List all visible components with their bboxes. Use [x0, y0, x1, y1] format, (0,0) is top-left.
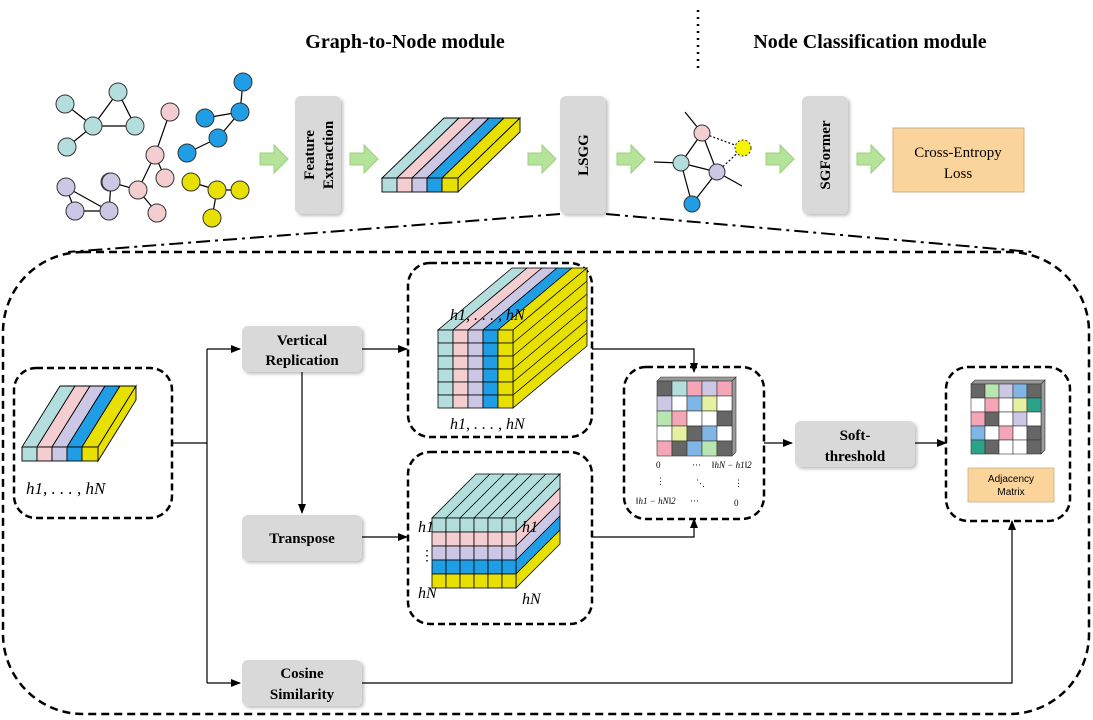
svg-text:h1, . . . , hN: h1, . . . , hN [450, 416, 526, 433]
input-graphs [55, 72, 253, 228]
svg-text:SGFormer: SGFormer [818, 120, 834, 189]
cosine-similarity-box: Cosine Similarity [242, 660, 362, 706]
svg-text:h1, . . . , hN: h1, . . . , hN [26, 479, 107, 498]
input-feature-box: h1, . . . , hN [12, 366, 174, 520]
detail-connectors [172, 345, 1016, 687]
svg-text:⋮: ⋮ [420, 549, 434, 564]
svg-text:0: 0 [656, 460, 661, 470]
soft-threshold-box: Soft- threshold [795, 421, 915, 467]
svg-text:Vertical: Vertical [277, 333, 327, 349]
svg-text:hN: hN [522, 591, 542, 608]
distance-matrix: 0 ··· ‖hN − h1‖2 ⋮ ⋱ ⋮ ‖h1 − hN‖2 ··· 0 [622, 365, 766, 521]
svg-text:Similarity: Similarity [270, 687, 335, 703]
vertical-replication-box: Vertical Replication [242, 326, 362, 372]
feature-extraction-block: Feature Extraction [295, 96, 341, 214]
transpose-tensor: h1 ⋮ hN h1 hN [406, 450, 594, 626]
svg-text:Replication: Replication [265, 353, 339, 369]
lsgg-block: LSGG [560, 96, 606, 214]
svg-text:···: ··· [692, 460, 701, 470]
svg-text:‖hN − h1‖2: ‖hN − h1‖2 [712, 460, 752, 470]
svg-text:Loss: Loss [944, 166, 973, 182]
svg-text:Soft-: Soft- [840, 428, 871, 444]
svg-text:⋱: ⋱ [696, 478, 705, 488]
svg-text:hN: hN [418, 585, 438, 602]
svg-text:⋮: ⋮ [734, 478, 743, 488]
feature-slab-top [380, 116, 522, 194]
svg-text:Transpose: Transpose [269, 531, 335, 547]
svg-text:Extraction: Extraction [321, 120, 337, 189]
svg-text:Cosine: Cosine [280, 666, 324, 682]
sgformer-block: SGFormer [802, 96, 848, 214]
svg-text:0: 0 [734, 498, 739, 508]
svg-text:⋮: ⋮ [656, 476, 665, 486]
graph-to-node-title: Graph-to-Node module [305, 31, 505, 53]
svg-text:Matrix: Matrix [997, 487, 1024, 498]
node-classification-title: Node Classification module [753, 31, 986, 53]
vertical-replication-tensor: h1, . . . , hN h1, . . . , hN [406, 261, 594, 439]
svg-text:‖h1 − hN‖2: ‖h1 − hN‖2 [636, 496, 676, 506]
svg-text:h1, . . . , hN: h1, . . . , hN [450, 307, 526, 324]
zoom-connectors [67, 213, 1033, 253]
svg-text:h1: h1 [418, 519, 434, 536]
node-graph-small [653, 111, 752, 213]
svg-text:Adjacency: Adjacency [988, 474, 1034, 485]
adjacency-matrix-label-box [967, 467, 1055, 503]
cross-entropy-loss-box: Cross-Entropy Loss [892, 127, 1025, 193]
svg-text:···: ··· [690, 496, 699, 506]
svg-text:Cross-Entropy: Cross-Entropy [914, 145, 1002, 161]
svg-text:h1: h1 [522, 519, 538, 536]
flow-arrows-top [259, 143, 886, 175]
svg-text:Feature: Feature [302, 130, 318, 180]
svg-text:LSGG: LSGG [576, 134, 592, 176]
svg-text:threshold: threshold [825, 449, 886, 465]
adjacency-matrix: Adjacency Matrix [944, 365, 1072, 523]
lsgg-detail-container [1, 250, 1091, 716]
transpose-box: Transpose [242, 515, 362, 561]
